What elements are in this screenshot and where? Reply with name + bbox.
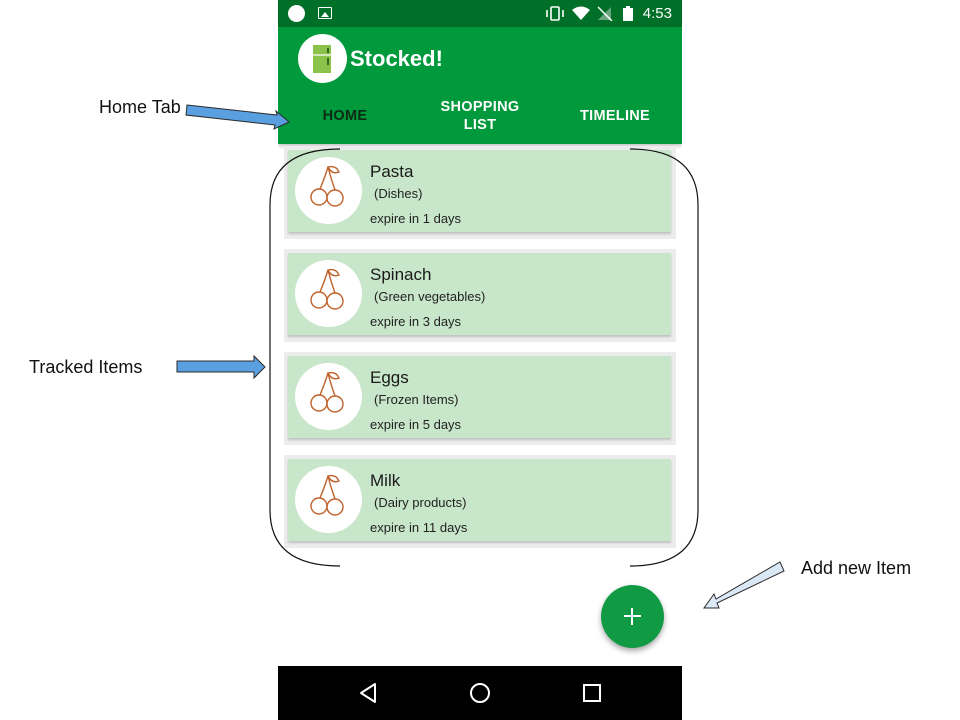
cherry-icon bbox=[310, 268, 344, 310]
item-category: (Dishes) bbox=[374, 186, 423, 201]
recents-icon bbox=[583, 684, 601, 702]
tracked-items-bracket-right bbox=[629, 148, 699, 567]
battery-icon bbox=[623, 6, 633, 21]
item-thumbnail bbox=[295, 466, 362, 533]
app-bar: Stocked! HOME SHOPPING LIST TIMELINE bbox=[278, 27, 682, 144]
item-category: (Green vegetables) bbox=[374, 289, 486, 304]
vibrate-icon bbox=[546, 6, 564, 21]
item-category: (Dairy products) bbox=[374, 495, 467, 510]
notification-dot-icon bbox=[288, 5, 305, 22]
tab-timeline-label: TIMELINE bbox=[579, 108, 651, 124]
cherry-icon bbox=[310, 474, 344, 516]
phone-screen: 4:53 Stocked! HOME SHOPPING LIST TIMELIN… bbox=[278, 0, 682, 720]
item-card-spinach[interactable]: Spinach (Green vegetables) expire in 3 d… bbox=[288, 253, 671, 335]
annotation-add-new-item: Add new Item bbox=[801, 558, 912, 578]
item-card-eggs[interactable]: Eggs (Frozen Items) expire in 5 days bbox=[288, 356, 671, 438]
add-item-button[interactable] bbox=[601, 585, 664, 648]
plus-icon-vertical bbox=[631, 608, 633, 625]
list-item: Pasta (Dishes) expire in 1 days bbox=[284, 146, 676, 239]
home-tab-arrow bbox=[185, 104, 290, 130]
cherry-icon bbox=[310, 371, 344, 413]
item-name: Milk bbox=[370, 471, 401, 490]
item-expiry: expire in 11 days bbox=[370, 520, 468, 535]
recents-button[interactable] bbox=[562, 666, 622, 720]
cherry-icon bbox=[310, 165, 344, 207]
list-item: Milk (Dairy products) expire in 11 days bbox=[284, 455, 676, 548]
item-name: Eggs bbox=[370, 368, 409, 387]
tracked-items-arrow bbox=[176, 354, 266, 380]
item-card-pasta[interactable]: Pasta (Dishes) expire in 1 days bbox=[288, 150, 671, 232]
item-name: Pasta bbox=[370, 162, 414, 181]
annotation-home-tab: Home Tab bbox=[99, 97, 181, 117]
list-item: Spinach (Green vegetables) expire in 3 d… bbox=[284, 249, 676, 342]
tab-shopping-list-label: SHOPPING LIST bbox=[440, 99, 520, 133]
image-notification-icon bbox=[318, 7, 332, 19]
item-name: Spinach bbox=[370, 265, 432, 284]
add-item-arrow bbox=[703, 561, 785, 609]
system-nav-bar bbox=[278, 666, 682, 720]
app-logo bbox=[298, 34, 347, 83]
fridge-icon bbox=[313, 45, 331, 73]
home-circle-icon bbox=[470, 683, 490, 703]
tab-home-label: HOME bbox=[322, 108, 368, 124]
item-thumbnail bbox=[295, 157, 362, 224]
item-thumbnail bbox=[295, 363, 362, 430]
item-card-milk[interactable]: Milk (Dairy products) expire in 11 days bbox=[288, 459, 671, 541]
item-expiry: expire in 5 days bbox=[370, 417, 462, 432]
item-category: (Frozen Items) bbox=[374, 392, 459, 407]
home-button[interactable] bbox=[450, 666, 510, 720]
signal-icon bbox=[597, 6, 613, 21]
item-thumbnail bbox=[295, 260, 362, 327]
back-button[interactable] bbox=[338, 666, 398, 720]
wifi-icon bbox=[572, 6, 590, 20]
item-expiry: expire in 1 days bbox=[370, 211, 462, 226]
list-item: Eggs (Frozen Items) expire in 5 days bbox=[284, 352, 676, 445]
tab-timeline[interactable]: TIMELINE bbox=[548, 93, 682, 139]
status-bar: 4:53 bbox=[278, 0, 682, 27]
app-title: Stocked! bbox=[350, 46, 443, 71]
tab-home[interactable]: HOME bbox=[278, 93, 412, 139]
back-icon bbox=[360, 683, 376, 703]
tab-shopping-list[interactable]: SHOPPING LIST bbox=[412, 93, 548, 139]
item-expiry: expire in 3 days bbox=[370, 314, 462, 329]
status-time: 4:53 bbox=[642, 5, 672, 22]
tracked-items-bracket bbox=[269, 148, 341, 567]
annotation-tracked-items: Tracked Items bbox=[29, 357, 143, 377]
